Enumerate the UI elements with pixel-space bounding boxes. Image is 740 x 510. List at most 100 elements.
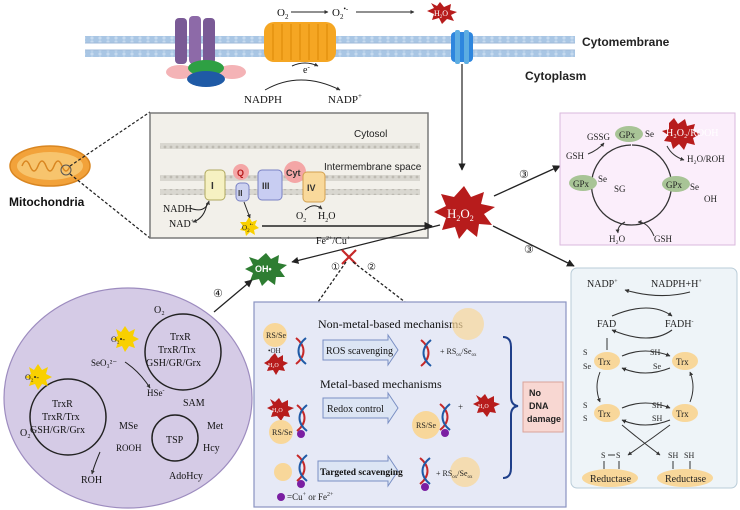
trx-se-1: Se [583, 362, 591, 371]
nadh-arrow [189, 200, 210, 211]
membrane-o2: O2 [277, 7, 289, 21]
no-dna-damage-box [522, 381, 564, 433]
step-1: ① [331, 262, 340, 273]
rs-ox-node [452, 308, 484, 340]
trx-row1-top-arrow [621, 350, 671, 357]
mitochondrion-icon [9, 145, 91, 187]
rs-se-3: RS/Se [416, 421, 436, 430]
h2o2-star [434, 186, 495, 239]
gpx-top-se: Se [645, 129, 654, 139]
electron-label: e- [303, 63, 310, 76]
h2o-small-3: H₂O [478, 404, 489, 410]
gpx-right-label: GPx [666, 180, 683, 190]
reductase-s-2: S [616, 451, 620, 460]
fadh-to-fad-arrow [611, 329, 673, 339]
dna-helix-2 [420, 339, 432, 367]
cycle-to-oh-arrow [213, 279, 253, 313]
redox-control-label: Redox control [327, 404, 384, 415]
reductase-left [582, 469, 638, 487]
mito-superoxide-burst [240, 217, 259, 236]
trx-s-3a: S [583, 401, 587, 410]
h2o-star-1 [264, 353, 288, 375]
o2-to-h2o-arrow [304, 205, 323, 211]
complex-to-superoxide-arrow [243, 201, 251, 219]
targeted-scavenging-arrow [317, 454, 399, 488]
complex-i-label: I [211, 181, 214, 192]
h2o-bottom-arrow [615, 221, 626, 234]
trx-nadph: NADPH+H+ [651, 279, 702, 290]
mechanism-line-2 [352, 261, 406, 303]
oxidase-protein [264, 22, 336, 62]
rs-se-1: RS/Se [266, 331, 286, 340]
h2o2-to-oh-arrow [291, 224, 441, 264]
oh-small: •OH [268, 347, 281, 355]
selenium-cycle-ellipse [3, 287, 253, 509]
reductase-sh-2: SH [684, 451, 694, 460]
metal-legend-label: =Cu+ or Fe2+ [287, 492, 334, 502]
reductase-right-label: Reductase [665, 474, 707, 485]
cycle-o2-top: O₂ [154, 305, 165, 316]
targeted-scavenging-label: Targeted scavenging [320, 468, 403, 478]
cycle-superoxide-top-label: O₂•- [111, 335, 125, 344]
mito-h2o-label: H2O [318, 211, 335, 224]
reductase-right [657, 469, 713, 487]
gpx-left-sg: SG [614, 184, 626, 194]
step-2: ② [367, 262, 376, 273]
oh-radical-label: OH• [255, 264, 272, 274]
gpx-h2o: H₂O [609, 234, 626, 244]
top-h2o2-label: H2O [434, 9, 448, 20]
gpx-gsh-bottom: GSH [654, 234, 673, 244]
aquaporin-channel [451, 30, 473, 64]
cyt-circle [284, 161, 306, 183]
tsp-cycle-ring [151, 414, 199, 462]
trx-sh-4a: SH [652, 401, 662, 410]
gsh-arrow [587, 142, 605, 155]
q-circle [233, 164, 249, 180]
reductase-left-label: Reductase [590, 474, 632, 485]
mitochondria-label: Mitochondria [9, 195, 85, 209]
nadp-label: NADP+ [328, 92, 362, 106]
dna-helix-5 [296, 454, 308, 488]
gsh-bottom-arrow [637, 220, 655, 237]
cytomembrane-label: Cytomembrane [582, 35, 670, 49]
reductase-sh-1: SH [668, 451, 678, 460]
top-h2o2-star [427, 2, 457, 24]
trx-s-1: S [583, 348, 587, 357]
tsp-label: TSP [166, 435, 184, 446]
rs-se-node-4 [274, 463, 292, 481]
complex-ii [235, 182, 250, 202]
lower-gsh-gr: GSH/GR/Grx [30, 425, 85, 436]
h2o-star-3 [473, 394, 500, 417]
nad-arrow [192, 202, 208, 223]
rs-ox-1: + RSox/Seox [440, 347, 477, 358]
metal-title: Metal-based mechanisms [320, 377, 442, 391]
mito-superoxide-label: O2•- [242, 223, 253, 234]
trx-panel [570, 267, 738, 489]
rooh-to-roh-arrow [90, 451, 101, 475]
trx-vertical-arrow-left [596, 371, 601, 403]
outer-membrane [160, 143, 420, 149]
trx-row2-top-arrow [621, 402, 671, 409]
gpx-node-left [569, 175, 597, 191]
cycle-o2-left: O₂•- [20, 427, 35, 439]
upper-gsh-gr: GSH/GR/Grx [146, 358, 201, 369]
trx-sh-4b: SH [652, 414, 662, 423]
non-metal-title: Non-metal-based mechanisms [318, 317, 463, 331]
q-label: Q [237, 168, 244, 178]
metal-legend-dot [277, 493, 285, 501]
zoom-line-bottom [69, 173, 151, 239]
gpx-h2o-roh: H₂O/ROH [687, 154, 725, 164]
trx-node-3 [594, 404, 620, 422]
reductase-to-trx-arrow [627, 424, 671, 456]
rs-ox-2: + RSox/Seox [436, 469, 473, 480]
gpx-node-top [615, 126, 643, 142]
trx-node-4 [672, 404, 698, 422]
trx-node-3-label: Trx [598, 409, 611, 419]
gpx-left-label: GPx [573, 179, 590, 189]
gpx-right-se: Se [690, 182, 699, 192]
trx-fadh: FADH- [665, 319, 693, 330]
h2o-star-2 [267, 398, 294, 421]
nadph-oxidase-complex [166, 16, 246, 87]
fe-cu-label: Fe2+/Cu+ [316, 236, 351, 247]
